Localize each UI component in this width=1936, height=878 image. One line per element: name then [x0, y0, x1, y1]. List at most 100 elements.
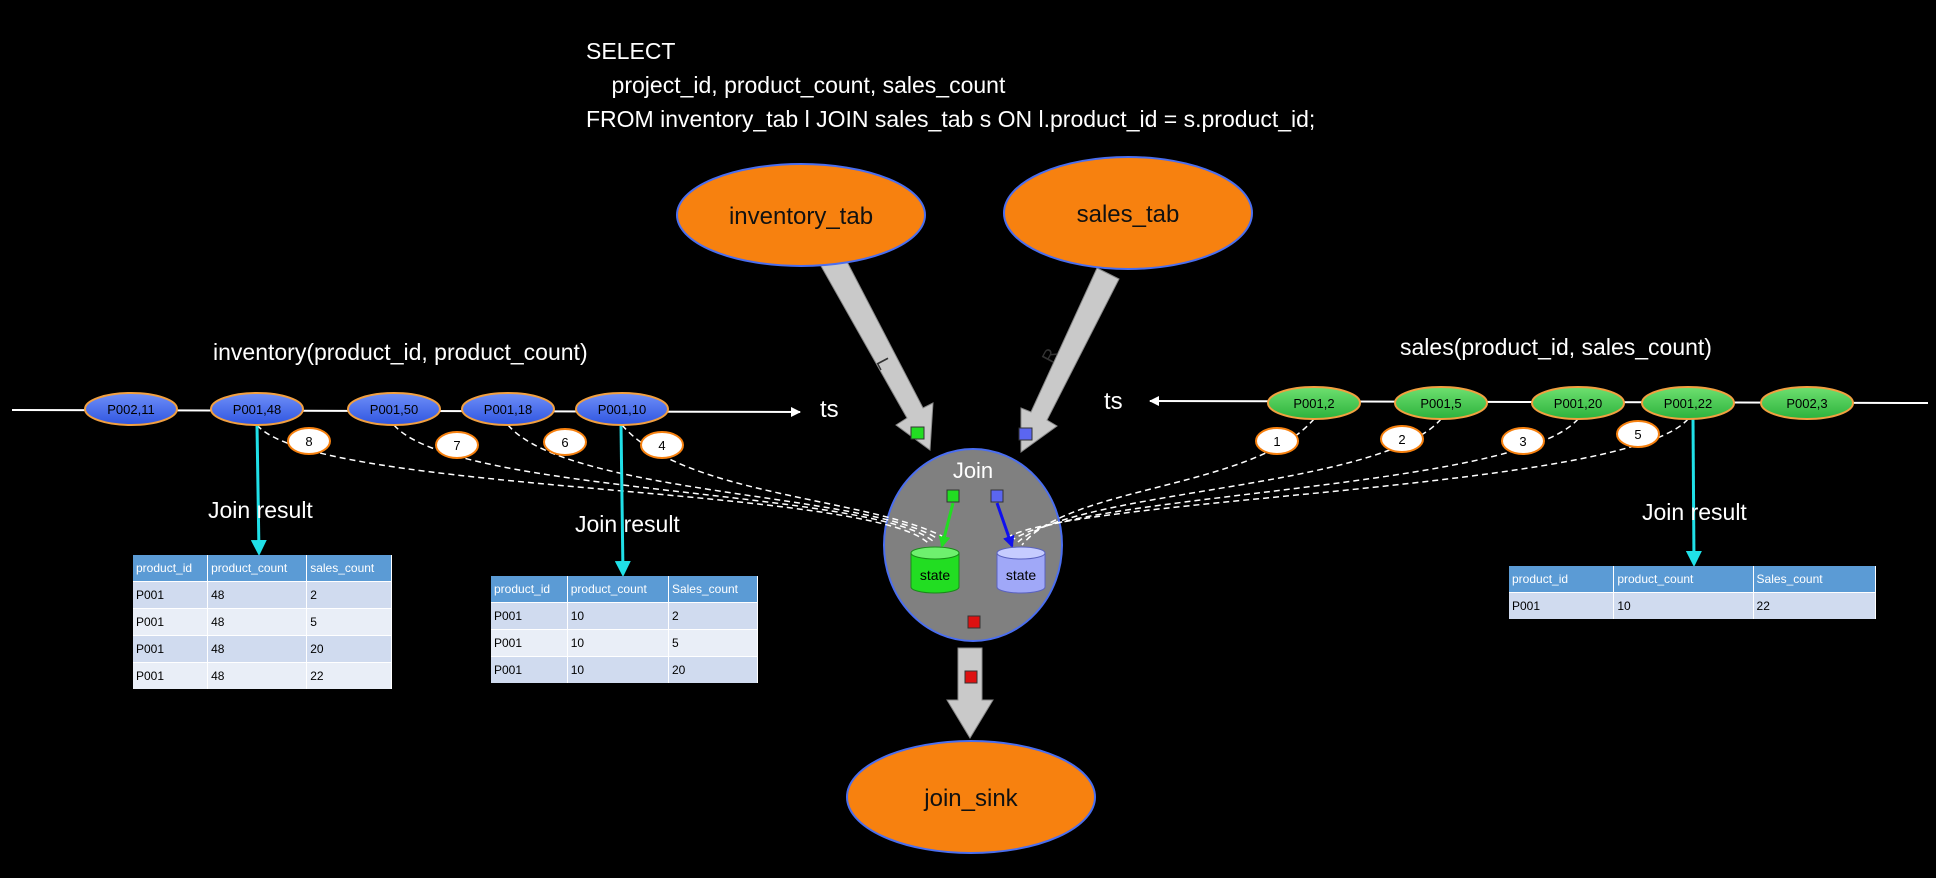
table-header-cell: product_id — [491, 576, 568, 603]
inventory-join-path-3 — [621, 424, 943, 537]
table-cell: 10 — [567, 602, 669, 630]
inventory-order-label-0: 8 — [305, 434, 312, 449]
inventory-event-label-0: P002,11 — [107, 402, 154, 417]
sales-order-badge-2 — [1501, 427, 1545, 455]
inventory-event-label-4: P001,10 — [598, 402, 646, 417]
left-state-label: state — [920, 567, 951, 583]
table-cell: 10 — [1613, 592, 1754, 619]
right-record-marker — [1018, 427, 1033, 441]
inventory-event-4 — [575, 392, 669, 426]
inventory-join-path-2 — [507, 424, 939, 540]
sales-event-0 — [1267, 386, 1361, 420]
left-record-marker — [910, 426, 925, 440]
sales-order-label-0: 1 — [1273, 434, 1280, 449]
table-cell: 48 — [207, 581, 308, 609]
join-sink-label: join_sink — [923, 785, 1018, 812]
inventory-event-2 — [347, 392, 441, 426]
sales-event-1 — [1394, 386, 1488, 420]
table-header-cell: product_count — [1613, 566, 1754, 593]
inventory-order-badge-0 — [287, 427, 331, 455]
inventory-order-label-3: 4 — [658, 438, 665, 453]
sales-event-label-0: P001,2 — [1293, 396, 1334, 411]
join-result-connector-1 — [614, 424, 631, 577]
inventory-event-label-2: P001,50 — [370, 402, 418, 417]
table-cell: 5 — [306, 608, 392, 636]
table-cell: 10 — [567, 656, 669, 683]
sales-stream-title: sales(product_id, sales_count) — [1400, 334, 1712, 360]
table-cell: P001 — [1509, 592, 1615, 619]
join-result-label-2: Join result — [575, 511, 680, 537]
join-result-connector-2 — [1685, 418, 1702, 567]
sql-line-columns: project_id, product_count, sales_count — [586, 72, 1006, 98]
sales-event-label-1: P001,5 — [1420, 396, 1461, 411]
join-sink-node — [846, 740, 1096, 854]
sales-event-label-3: P001,22 — [1664, 396, 1712, 411]
inventory-ts-label: ts — [820, 396, 839, 423]
sales-order-label-1: 2 — [1398, 432, 1405, 447]
sales-event-2 — [1531, 386, 1625, 420]
table-header-cell: Sales_count — [1753, 566, 1877, 593]
inventory-event-3 — [461, 392, 555, 426]
inventory-event-label-1: P001,48 — [233, 402, 281, 417]
output-arrow — [946, 647, 994, 739]
inventory-source-label: inventory_tab — [729, 203, 873, 230]
inventory-event-label-3: P001,18 — [484, 402, 532, 417]
sales-source-node — [1003, 156, 1253, 270]
table-cell: P001 — [133, 608, 209, 636]
inventory-stream-title: inventory(product_id, product_count) — [213, 339, 588, 365]
right-state-label: state — [1006, 567, 1037, 583]
sales-event-3 — [1641, 386, 1735, 420]
sales-event-label-4: P002,3 — [1786, 396, 1827, 411]
left-state-arrow — [938, 502, 955, 548]
join-right-record-marker — [990, 489, 1004, 503]
sales-order-badge-3 — [1616, 420, 1660, 448]
join-operator-label: Join — [953, 458, 993, 483]
sales-order-badge-0 — [1255, 427, 1299, 455]
sales-event-4 — [1760, 386, 1854, 420]
sales-order-label-2: 3 — [1519, 434, 1526, 449]
sales-ts-label: ts — [1104, 388, 1123, 415]
table-cell: 2 — [668, 602, 759, 630]
table-header-cell: product_count — [567, 576, 669, 603]
table-cell: 48 — [207, 635, 308, 663]
join-result-label-1: Join result — [208, 497, 313, 523]
sales-event-label-2: P001,20 — [1554, 396, 1602, 411]
table-header-cell: product_count — [207, 555, 308, 582]
table-cell: 5 — [668, 629, 759, 657]
table-cell: 20 — [668, 656, 759, 683]
table-cell: 22 — [306, 662, 392, 689]
inventory-order-badge-2 — [543, 428, 587, 456]
table-cell: 20 — [306, 635, 392, 663]
sales-order-badge-1 — [1380, 425, 1424, 453]
inventory-order-label-2: 6 — [561, 435, 568, 450]
left-input-arrow — [820, 253, 934, 451]
inventory-order-label-1: 7 — [453, 438, 460, 453]
table-cell: P001 — [491, 656, 568, 683]
inventory-order-badge-1 — [435, 431, 479, 459]
join-result-connector-0 — [250, 424, 267, 556]
join-left-record-marker — [946, 489, 960, 503]
table-cell: P001 — [133, 662, 209, 689]
table-cell: P001 — [491, 629, 568, 657]
right-state-store — [996, 546, 1046, 594]
left-state-store — [910, 546, 960, 594]
table-cell: P001 — [133, 635, 209, 663]
join-output-record-marker — [967, 615, 981, 629]
inventory-event-0 — [84, 392, 178, 426]
table-cell: P001 — [133, 581, 209, 609]
sales-join-path-3 — [1009, 418, 1689, 537]
